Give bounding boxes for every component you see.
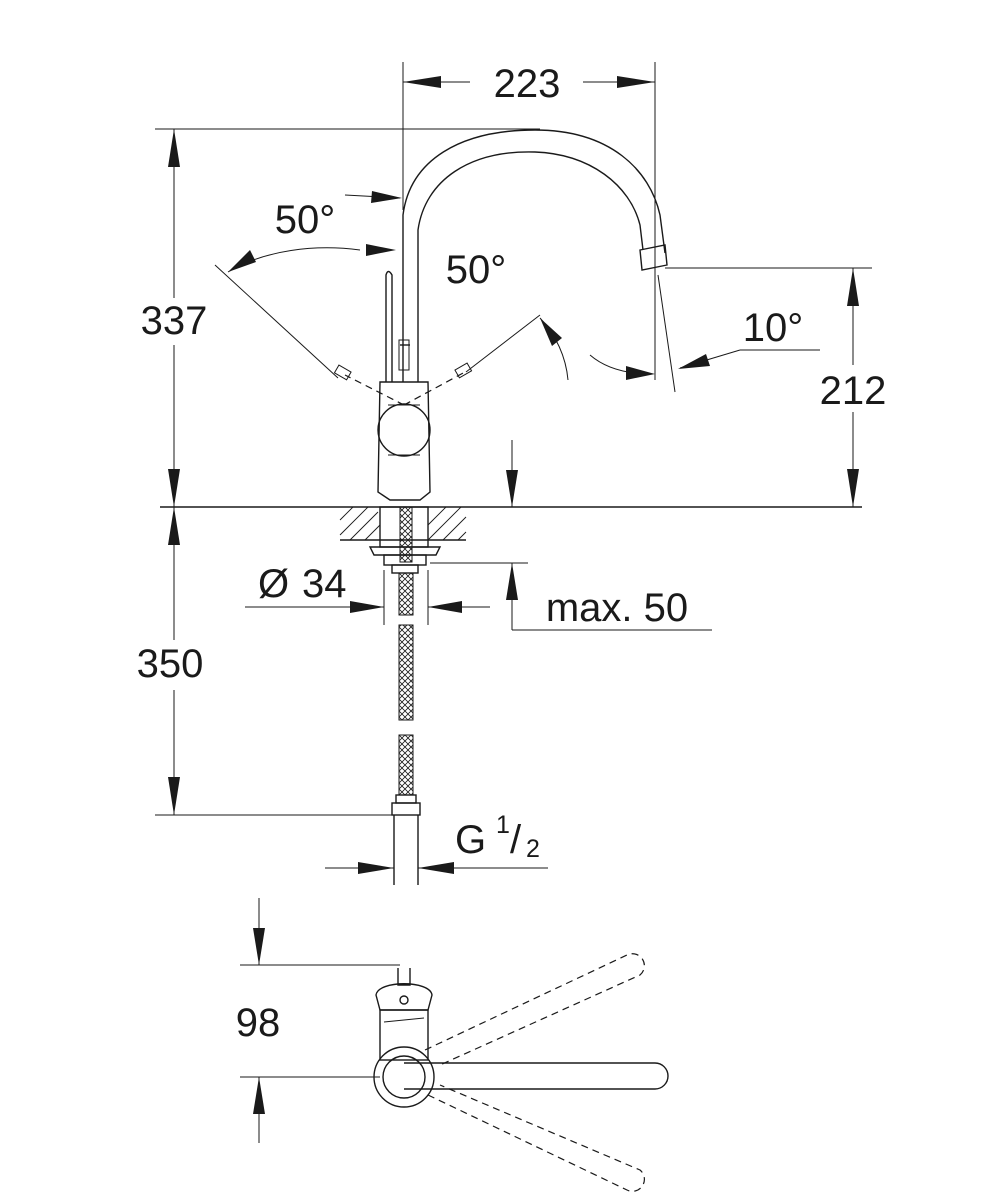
mounting-plate: [368, 546, 442, 556]
dimension-connection-denominator: 2: [526, 835, 540, 863]
dimension-connection-slash: /: [510, 818, 522, 862]
top-view-screw: [399, 995, 409, 1005]
top-view-lever: [404, 1062, 669, 1090]
dimension-connection-thread-label: G: [455, 818, 486, 862]
dimension-hose-length: [155, 507, 392, 816]
lever-swivel-left-tip: [333, 364, 352, 381]
dimension-base-diameter-label: 34: [302, 562, 347, 606]
dimension-spout-tilt: [589, 274, 820, 393]
dimension-connection-numerator: 1: [496, 811, 510, 839]
dimension-total-height: [155, 128, 540, 507]
aerator: [639, 244, 668, 271]
hose-segment: [398, 572, 414, 616]
dimension-total-height-label: 337: [141, 299, 208, 343]
faucet-side-view: [333, 129, 668, 501]
faucet-body: [377, 381, 431, 501]
faucet-top-view: [373, 953, 669, 1192]
dimension-base-diameter: [245, 570, 490, 625]
lever-swivel-left: [344, 374, 405, 406]
flex-hose: [391, 572, 421, 885]
hose-connector-nut: [391, 802, 421, 816]
lever-swivel-right: [403, 371, 466, 406]
dimension-handle-depth-label: 98: [236, 1001, 281, 1045]
lever-pivot: [377, 403, 431, 457]
dimension-angle-left-label: 50°: [275, 198, 336, 242]
dimension-angle-right-label: 50°: [446, 248, 507, 292]
dimension-spout-tilt-label: 10°: [743, 306, 804, 350]
top-view-body: [379, 1009, 429, 1061]
spout-outer: [402, 129, 666, 382]
counter-hatching: [339, 506, 467, 541]
spout-inner: [417, 151, 644, 382]
hose-ferrule: [395, 794, 417, 804]
dimension-reach-label: 223: [494, 62, 561, 106]
lever-tip: [398, 339, 410, 371]
lever-swivel-right-tip: [454, 362, 473, 379]
lever-handle: [385, 270, 393, 382]
dimension-hose-length-label: 350: [137, 642, 204, 686]
dimension-reach: [402, 62, 656, 380]
dimension-counter-thickness-label: max. 50: [546, 586, 688, 630]
dimension-angle-left: [214, 191, 402, 379]
threaded-rod: [399, 506, 413, 563]
dimension-spout-height-label: 212: [820, 369, 887, 413]
hose-segment: [398, 734, 414, 796]
dimension-handle-depth: [240, 898, 400, 1143]
dimension-spout-height: [665, 267, 872, 507]
hose-segment: [398, 624, 414, 721]
top-view-spout-tip: [397, 968, 411, 986]
top-view-lever-swivel-up: [424, 953, 645, 1066]
dimension-base-diameter-symbol: Ø: [258, 562, 289, 606]
top-view-body-cap: [375, 983, 433, 1011]
dimension-angle-right: [465, 314, 569, 381]
top-view-lever-pivot-inner: [382, 1055, 426, 1099]
mounting-nut-lower: [391, 564, 419, 574]
top-view-body-detail: [383, 1017, 425, 1023]
dimension-counter-thickness: [430, 440, 712, 631]
top-view-lever-swivel-down: [427, 1084, 645, 1192]
dimension-connection-thread: [325, 862, 548, 874]
